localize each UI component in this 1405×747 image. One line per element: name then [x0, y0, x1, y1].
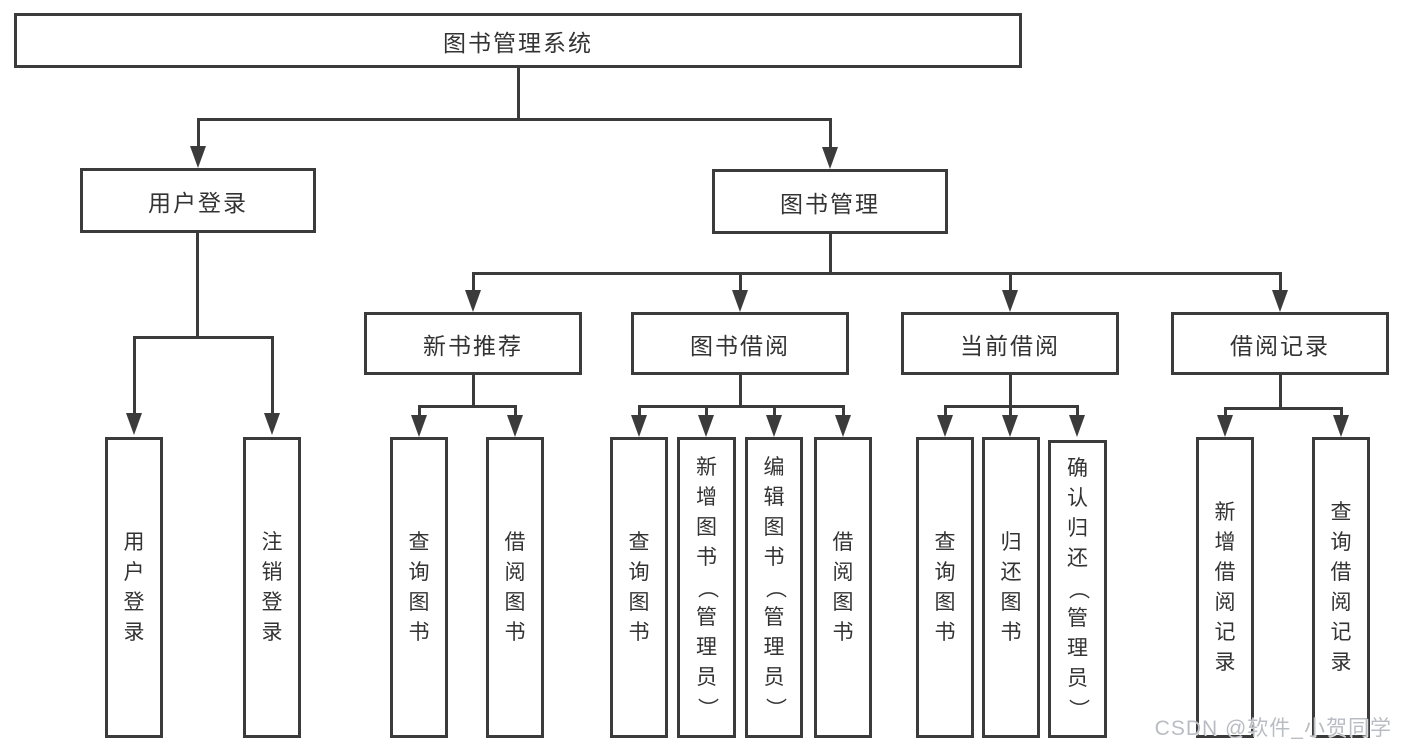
- leaf-borrow-query-label: 查询图书: [628, 530, 650, 644]
- connector-borrow-drop-1: [638, 405, 641, 417]
- connector-current-drop-2: [1009, 405, 1012, 417]
- leaf-new-books-query-label: 查询图书: [408, 530, 430, 644]
- node-book-management-label: 图书管理: [780, 190, 880, 217]
- node-current-borrow-label: 当前借阅: [960, 332, 1060, 359]
- leaf-new-books-query: 查询图书: [390, 437, 448, 738]
- arrow-to-book-mgmt: [822, 147, 838, 169]
- arrow-to-current-leaf-1: [937, 415, 953, 437]
- connector-records-drop-1: [1224, 407, 1227, 417]
- connector-book-mgmt-drop-2: [739, 272, 742, 292]
- leaf-new-books-borrow: 借阅图书: [486, 437, 544, 738]
- leaf-borrow-add-admin: 新增图书（管理员）: [677, 437, 736, 738]
- node-borrow-records: 借阅记录: [1171, 312, 1389, 375]
- leaf-new-books-borrow-label: 借阅图书: [504, 530, 526, 644]
- connector-new-books-span: [418, 405, 517, 408]
- leaf-records-query: 查询借阅记录: [1312, 437, 1370, 738]
- connector-borrow-drop-2: [705, 405, 708, 417]
- connector-root-stem: [517, 68, 520, 118]
- connector-current-drop-3: [1076, 405, 1079, 417]
- arrow-to-leaf-user-login: [126, 413, 142, 435]
- node-root-label: 图书管理系统: [443, 29, 593, 56]
- connector-new-books-drop-1: [418, 405, 421, 417]
- connector-user-login-span: [133, 336, 274, 339]
- connector-records-stem: [1279, 375, 1282, 407]
- node-book-borrow: 图书借阅: [631, 312, 849, 375]
- leaf-current-return-label: 归还图书: [1000, 530, 1022, 644]
- connector-book-mgmt-drop-3: [1009, 272, 1012, 292]
- connector-user-login-drop-1: [133, 336, 136, 413]
- connector-borrow-drop-4: [842, 405, 845, 417]
- node-new-books-label: 新书推荐: [423, 332, 523, 359]
- connector-book-mgmt-stem: [829, 234, 832, 272]
- leaf-current-query-label: 查询图书: [934, 530, 956, 644]
- connector-records-drop-2: [1340, 407, 1343, 417]
- node-new-books: 新书推荐: [364, 312, 582, 375]
- arrow-to-current: [1002, 290, 1018, 312]
- csdn-watermark: CSDN @软件_小贺同学: [1154, 717, 1392, 740]
- node-book-borrow-label: 图书借阅: [690, 332, 790, 359]
- node-user-login: 用户登录: [80, 168, 316, 233]
- leaf-borrow-borrow: 借阅图书: [814, 437, 872, 738]
- connector-borrow-stem: [739, 375, 742, 405]
- arrow-to-new-books-leaf-2: [507, 415, 523, 437]
- leaf-logout-label: 注销登录: [261, 530, 283, 644]
- arrow-to-new-books: [465, 290, 481, 312]
- connector-book-mgmt-drop-4: [1279, 272, 1282, 292]
- arrow-to-borrow: [732, 290, 748, 312]
- connector-records-span: [1224, 407, 1343, 410]
- connector-new-books-drop-2: [514, 405, 517, 417]
- node-borrow-records-label: 借阅记录: [1230, 332, 1330, 359]
- leaf-records-query-label: 查询借阅记录: [1330, 500, 1352, 674]
- node-book-management: 图书管理: [712, 169, 948, 234]
- arrow-to-records-leaf-2: [1333, 415, 1349, 437]
- leaf-user-login: 用户登录: [105, 437, 163, 738]
- leaf-records-add-label: 新增借阅记录: [1214, 500, 1236, 674]
- arrow-to-leaf-logout: [264, 413, 280, 435]
- connector-current-drop-1: [944, 405, 947, 417]
- node-root: 图书管理系统: [14, 13, 1022, 68]
- leaf-current-confirm-admin-label: 确认归还（管理员）: [1066, 457, 1090, 720]
- arrow-to-borrow-leaf-3: [766, 415, 782, 437]
- leaf-current-query: 查询图书: [916, 437, 974, 738]
- arrow-to-current-leaf-3: [1069, 415, 1085, 437]
- connector-root-left-drop: [197, 118, 200, 148]
- arrow-to-current-leaf-2: [1002, 415, 1018, 437]
- leaf-borrow-edit-admin-label: 编辑图书（管理员）: [763, 455, 786, 719]
- leaf-borrow-add-admin-label: 新增图书（管理员）: [695, 455, 719, 719]
- connector-book-mgmt-drop-1: [472, 272, 475, 292]
- leaf-borrow-edit-admin: 编辑图书（管理员）: [745, 437, 803, 738]
- arrow-to-borrow-leaf-2: [698, 415, 714, 437]
- connector-root-right-drop: [829, 118, 832, 148]
- connector-borrow-drop-3: [773, 405, 776, 417]
- connector-root-span: [197, 118, 832, 121]
- arrow-to-borrow-leaf-1: [631, 415, 647, 437]
- connector-current-stem: [1009, 375, 1012, 405]
- leaf-records-add: 新增借阅记录: [1196, 437, 1254, 738]
- connector-book-mgmt-span: [472, 272, 1282, 275]
- connector-new-books-stem: [472, 375, 475, 405]
- connector-user-login-drop-2: [271, 336, 274, 413]
- node-current-borrow: 当前借阅: [901, 312, 1119, 375]
- leaf-borrow-query: 查询图书: [610, 437, 668, 738]
- arrow-to-records-leaf-1: [1217, 415, 1233, 437]
- leaf-current-return: 归还图书: [982, 437, 1040, 738]
- arrow-to-records: [1272, 290, 1288, 312]
- leaf-user-login-label: 用户登录: [123, 530, 145, 644]
- leaf-logout: 注销登录: [243, 437, 301, 738]
- arrow-to-user-login: [190, 146, 206, 168]
- connector-user-login-stem: [196, 233, 199, 336]
- leaf-borrow-borrow-label: 借阅图书: [832, 530, 854, 644]
- arrow-to-borrow-leaf-4: [835, 415, 851, 437]
- node-user-login-label: 用户登录: [148, 189, 248, 216]
- arrow-to-new-books-leaf-1: [411, 415, 427, 437]
- connector-borrow-span: [638, 405, 845, 408]
- leaf-current-confirm-admin: 确认归还（管理员）: [1048, 440, 1107, 738]
